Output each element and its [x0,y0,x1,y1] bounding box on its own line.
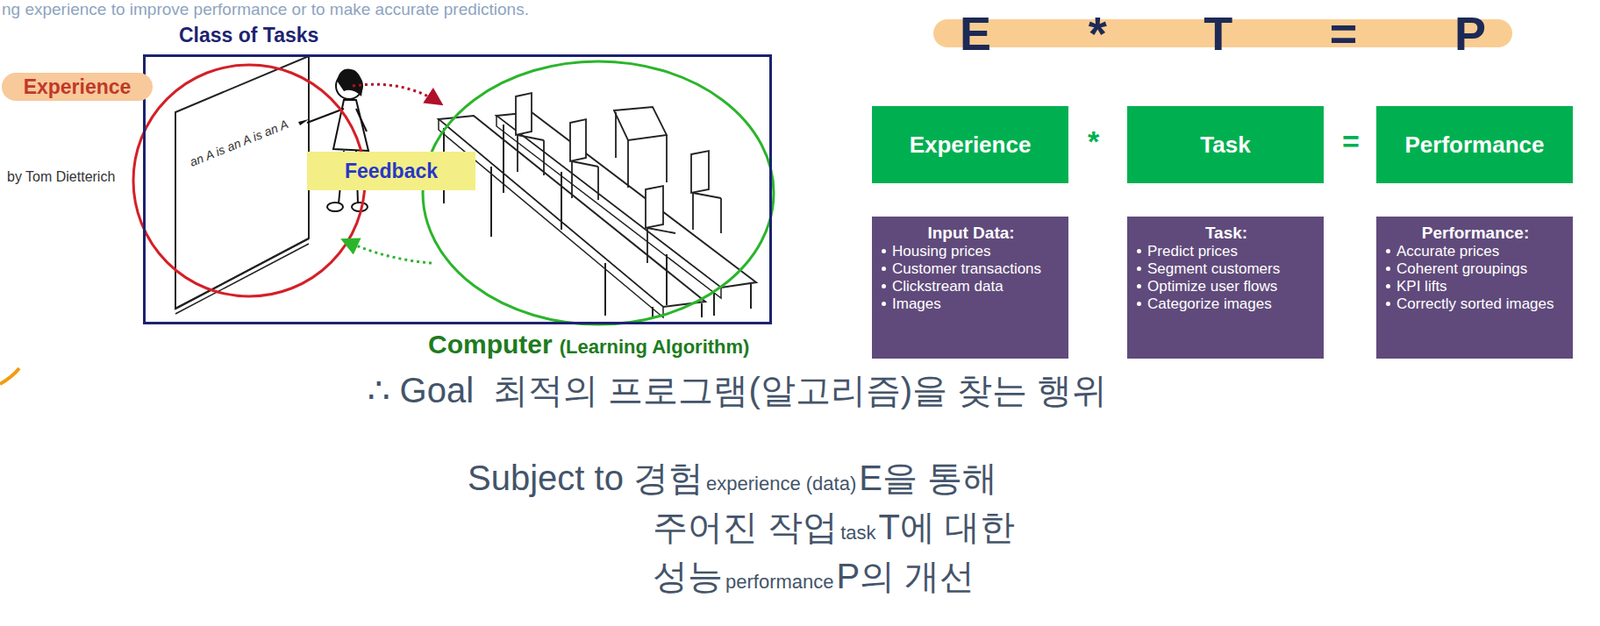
subject-line: 성능performanceP의 개선 [652,552,975,601]
text-piece: Subject to 경험 [467,454,704,503]
bullet-item: KPI lifts [1385,278,1566,296]
text-piece: Computer [428,329,553,360]
bullet-item: Clickstream data [880,278,1062,296]
bullet-dot [1136,266,1142,272]
subject-line: Subject to 경험experience (data)E을 통해 [467,454,998,503]
box-heading: Input Data: [880,223,1062,243]
frame-heading: Class of Tasks [178,23,770,48]
bullet-item: Optimize user flows [1135,278,1317,296]
bullet-item: Coherent groupings [1385,260,1566,279]
bullet-text: Customer transactions [892,260,1042,278]
box-label: Experience [23,75,132,100]
bullet-text: Correctly sorted images [1396,295,1555,313]
formula-symbol: P [1454,9,1486,58]
goal-text: ∴ Goal 최적의 프로그램(알고리즘)을 찾는 행위 [367,366,1108,415]
bullet-text: Housing prices [892,242,991,260]
bullet-text: Optimize user flows [1147,278,1278,295]
concept-box: Performance [1376,106,1573,184]
operator: * [1087,124,1100,159]
experience-tag: Experience [1,72,153,101]
box-label: Feedback [344,159,438,184]
bullet-dot [881,301,886,307]
bullet-item: Images [880,295,1062,314]
text-piece: performance [725,571,835,594]
box-heading: Task: [1135,223,1317,243]
bullet-text: Predict prices [1147,242,1238,260]
detail-box: Input Data:Housing pricesCustomer transa… [871,216,1069,359]
text-piece: (Learning Algorithm) [559,335,750,359]
bullet-text: Clickstream data [892,278,1004,295]
box-heading: Performance: [1385,223,1566,243]
bullet-dot [1136,249,1142,254]
subject-line: 주어진 작업taskT에 대한 [652,503,1015,552]
bullet-dot [881,249,886,254]
box-label: Performance [1405,131,1545,159]
bullet-text: Accurate prices [1396,242,1500,260]
bullet-item: Categorize images [1135,295,1317,314]
bullet-item: Housing prices [880,242,1062,261]
bullet-item: Customer transactions [880,260,1062,279]
text-piece: experience (data) [706,472,857,496]
box-label: Experience [909,131,1032,159]
box-label: Task [1200,131,1250,159]
task-frame: Class of TasksFeedback [142,54,772,325]
text-piece: task [840,521,876,545]
bullet-item: Segment customers [1135,260,1317,279]
bullet-dot [1385,301,1391,307]
intro-note: ng experience to improve performance or … [1,0,529,20]
bullet-text: Categorize images [1147,295,1272,313]
bullet-dot [1385,266,1391,272]
bullet-dot [1385,284,1391,289]
concept-box: Task [1127,106,1324,184]
bullet-item: Correctly sorted images [1385,295,1566,314]
bullet-dot [1136,301,1142,307]
bullet-dot [1136,284,1142,289]
bullet-item: Accurate prices [1385,242,1566,261]
computer-caption: Computer(Learning Algorithm) [428,329,750,360]
formula-symbol: T [1203,9,1233,58]
formula-symbol: E [959,9,992,58]
concept-box: Experience [871,106,1069,184]
bullet-text: Coherent groupings [1396,260,1528,278]
text-piece: E을 통해 [858,454,998,503]
bullet-dot [881,266,886,272]
bullet-dot [1385,249,1391,254]
formula-symbol: = [1329,9,1358,58]
text-piece: 성능 [652,552,723,601]
formula-symbol: * [1088,9,1108,58]
formula-band: E * T = P [933,1,1513,65]
operator: = [1342,124,1360,159]
bullet-item: Predict prices [1135,242,1317,261]
bullet-text: KPI lifts [1396,278,1448,295]
bullet-dot [881,284,886,289]
text-piece: 주어진 작업 [652,503,838,552]
detail-box: Performance:Accurate pricesCoherent grou… [1376,216,1573,359]
text-piece: P의 개선 [836,552,976,601]
credit-note: by Tom Dietterich [7,169,115,186]
feedback-tag: Feedback [307,151,476,191]
bullet-text: Images [892,295,942,313]
text-piece: T에 대한 [878,503,1015,552]
bullet-text: Segment customers [1147,260,1280,278]
detail-box: Task:Predict pricesSegment customersOpti… [1127,216,1324,359]
